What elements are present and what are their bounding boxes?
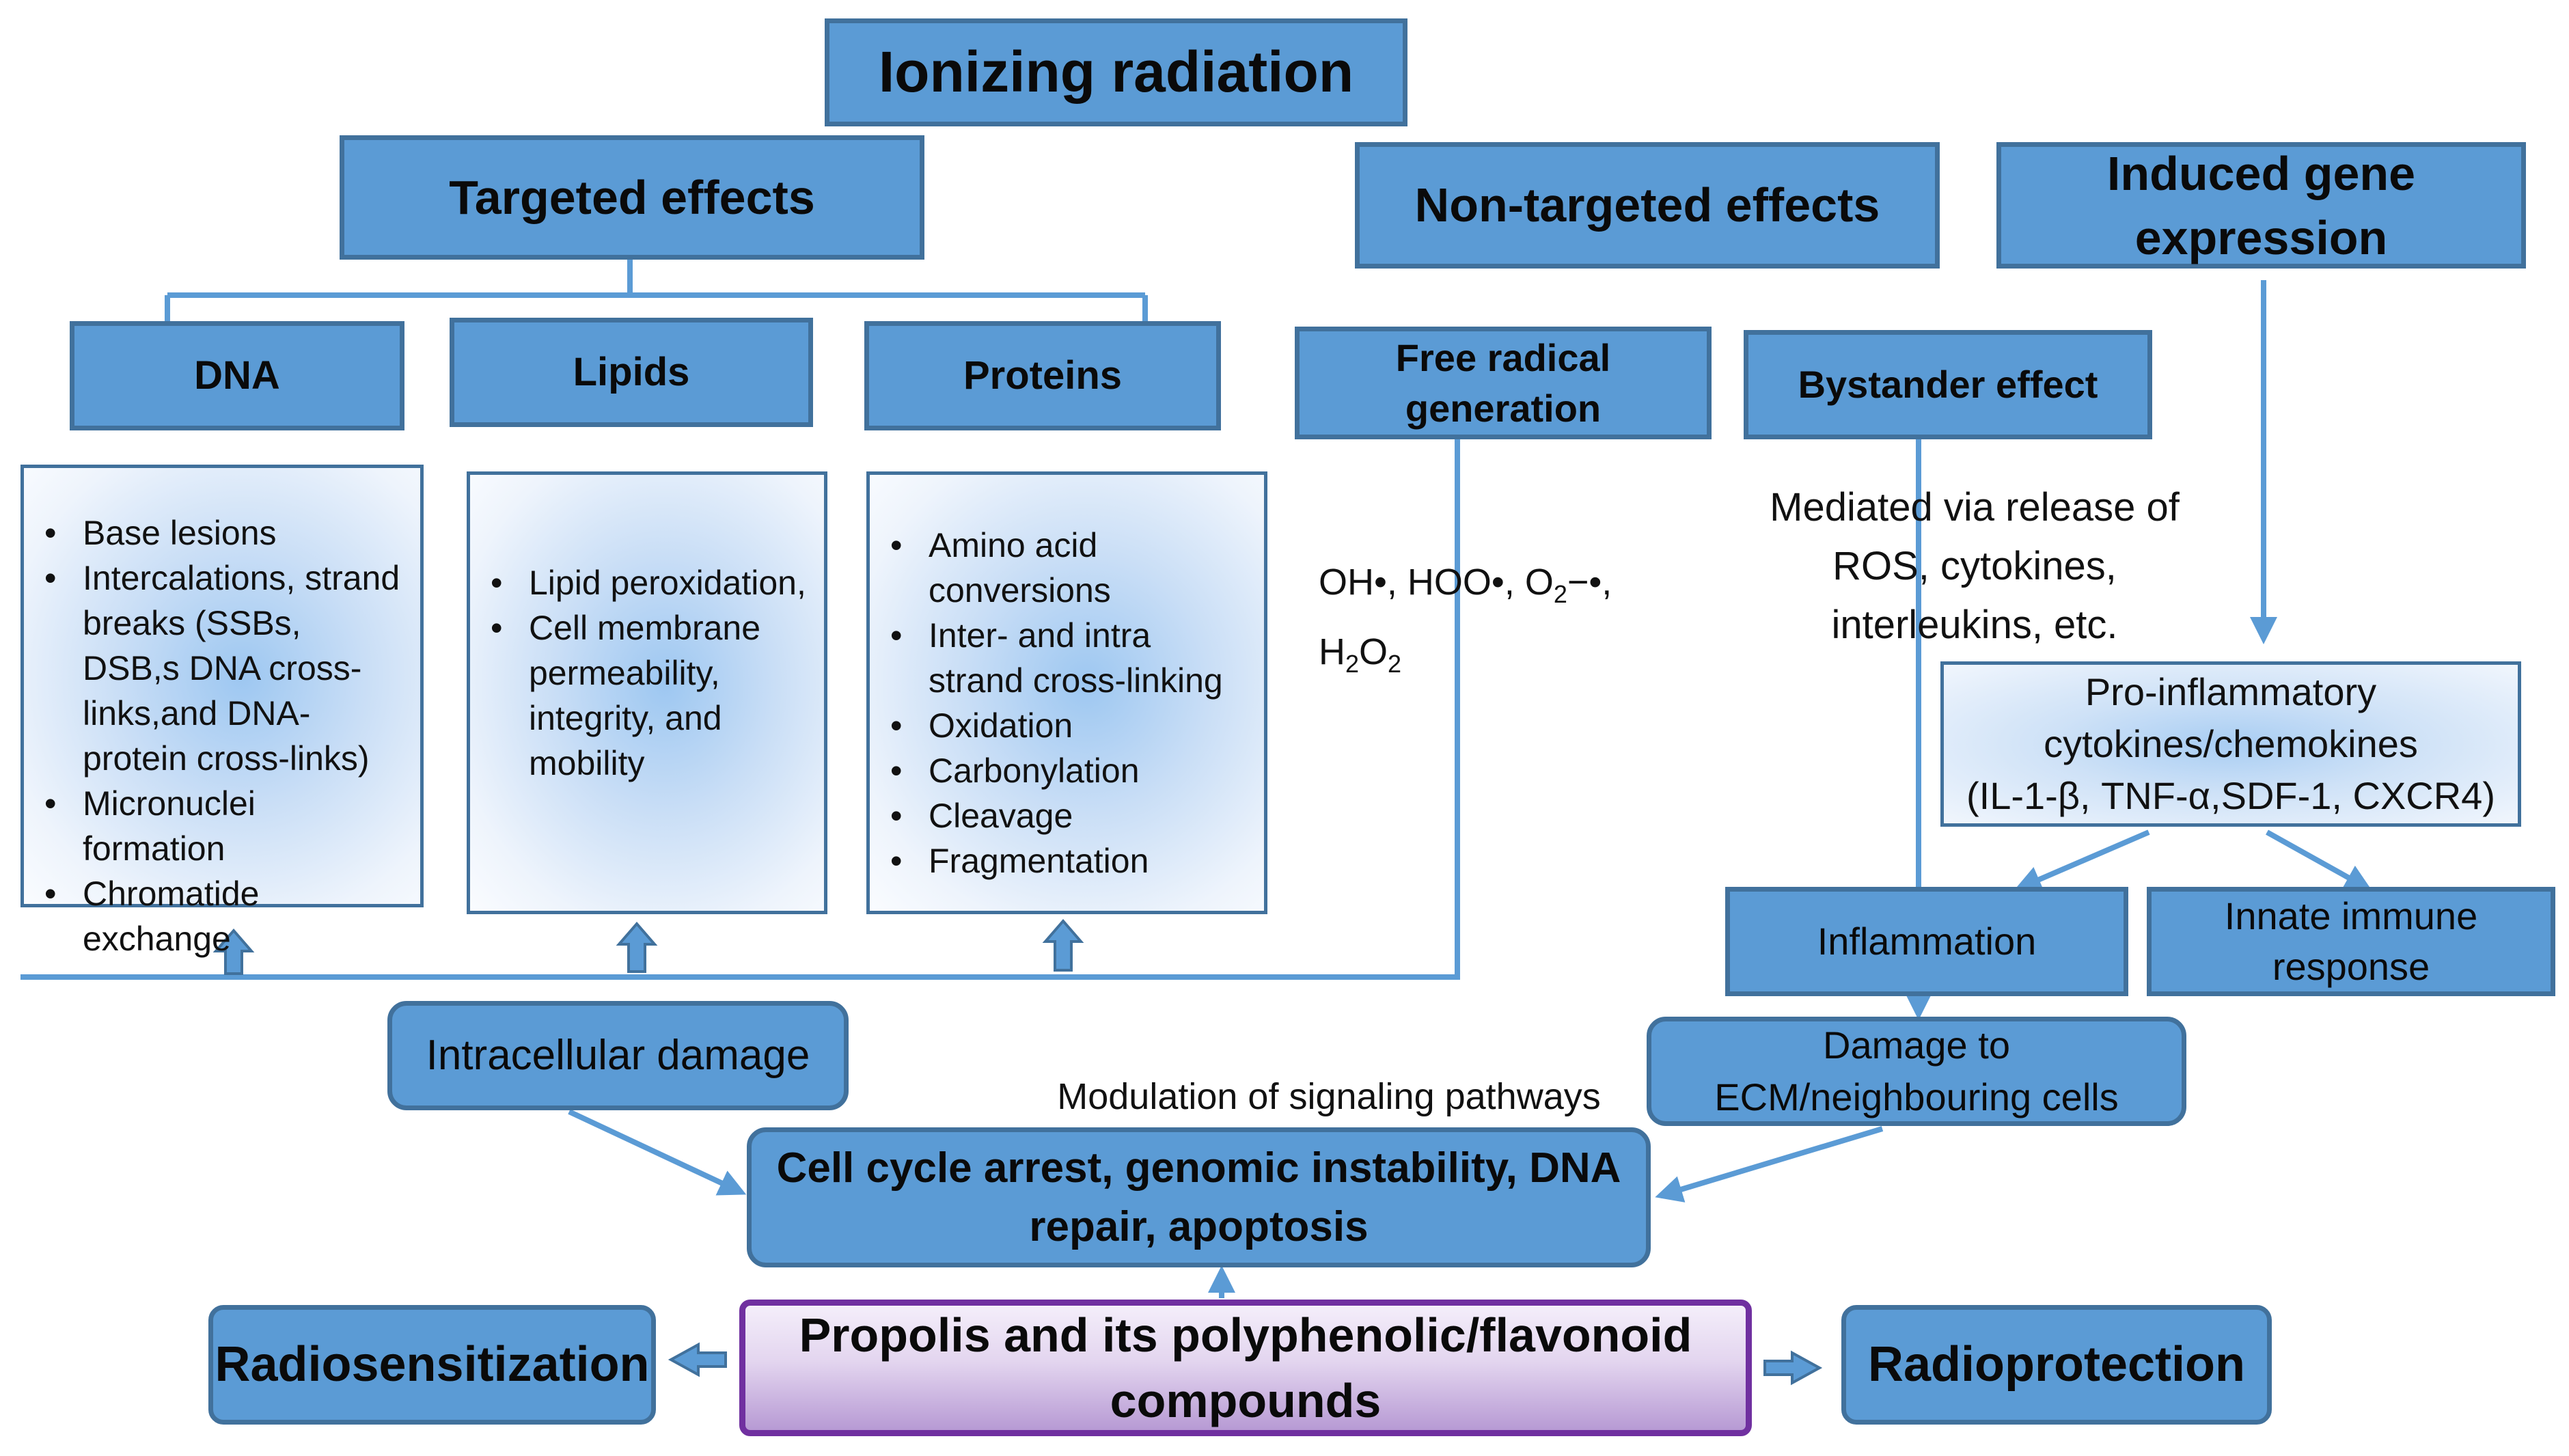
pro-inflammatory-box: Pro-inflammatory cytokines/chemokines (I… <box>1940 661 2521 827</box>
propolis-title: Propolis and its polyphenolic/flavonoid … <box>799 1308 1692 1427</box>
lipids-box: Lipids <box>450 318 813 427</box>
innate-immune-response-box: Innate immune response <box>2147 887 2555 996</box>
free-radical-line <box>20 435 1460 980</box>
pro-inflammatory-line2: cytokines/chemokines <box>2044 722 2418 765</box>
list-item: Base lesions <box>44 510 407 555</box>
free-radical-generation-box: Free radical generation <box>1295 327 1712 439</box>
up-arrow-lipids <box>616 921 658 973</box>
dna-effects-list: Base lesions Intercalations, strand brea… <box>24 510 407 961</box>
list-item: Cell membrane permeability, integrity, a… <box>491 605 810 786</box>
list-item: Inter- and intra strand cross-linking <box>890 613 1250 703</box>
list-item: Lipid peroxidation, <box>491 560 810 605</box>
cell-cycle-title: Cell cycle arrest, genomic instability, … <box>776 1144 1621 1250</box>
targeted-effects-title: Targeted effects <box>449 170 815 224</box>
non-targeted-effects-box: Non-targeted effects <box>1355 142 1940 269</box>
mediated-via-text: Mediated via release of ROS, cytokines, … <box>1770 485 2180 647</box>
lipids-effects-list: Lipid peroxidation, Cell membrane permea… <box>470 560 810 786</box>
list-item: Cleavage <box>890 793 1250 838</box>
bystander-effect-box: Bystander effect <box>1744 330 2152 439</box>
intracellular-to-cellcycle-arrow <box>568 1109 747 1196</box>
induced-gene-expression-title: Induced gene expression <box>2106 146 2416 264</box>
proteins-box: Proteins <box>864 321 1221 430</box>
intracellular-damage-box: Intracellular damage <box>387 1001 849 1110</box>
proteins-title: Proteins <box>963 353 1123 398</box>
pro-to-innate-arrow <box>2266 829 2372 891</box>
dna-title: DNA <box>194 353 280 398</box>
list-item: Micronuclei formation <box>44 781 407 871</box>
list-item: Oxidation <box>890 703 1250 748</box>
radiosensitization-box: Radiosensitization <box>208 1305 656 1425</box>
dna-box: DNA <box>70 321 404 430</box>
radical-species-text: OH•, HOO•, O2−•, H2O2 <box>1319 562 1612 678</box>
innate-immune-response-title: Innate immune response <box>2224 894 2478 988</box>
free-radical-generation-title: Free radical generation <box>1395 335 1611 430</box>
dna-effects-panel: Base lesions Intercalations, strand brea… <box>20 465 424 958</box>
damage-ecm-box: Damage to ECM/neighbouring cells <box>1647 1017 2186 1126</box>
list-item: Amino acid conversions <box>890 523 1250 613</box>
pro-inflammatory-line3: (IL-1-β, TNF-α,SDF-1, CXCR4) <box>1966 774 2495 817</box>
radioprotection-box: Radioprotection <box>1841 1305 2272 1425</box>
list-item: Fragmentation <box>890 838 1250 883</box>
inflammation-box: Inflammation <box>1725 887 2128 996</box>
damage-ecm-title: Damage to ECM/neighbouring cells <box>1714 1024 2119 1118</box>
proteins-effects-panel: Amino acid conversions Inter- and intra … <box>866 471 1267 914</box>
ecm-to-cellcycle-arrow <box>1655 1126 1884 1203</box>
lipids-effects-panel: Lipid peroxidation, Cell membrane permea… <box>467 471 827 914</box>
up-arrow-proteins <box>1042 918 1084 972</box>
ionizing-radiation-title: Ionizing radiation <box>878 40 1354 105</box>
modulation-text: Modulation of signaling pathways <box>1057 1076 1601 1117</box>
list-item: Intercalations, strand breaks (SSBs, DSB… <box>44 555 407 781</box>
targeted-effects-box: Targeted effects <box>340 135 924 260</box>
ionizing-radiation-box: Ionizing radiation <box>825 18 1407 126</box>
proteins-effects-list: Amino acid conversions Inter- and intra … <box>870 523 1250 883</box>
lipids-title: Lipids <box>573 349 690 394</box>
intracellular-damage-title: Intracellular damage <box>426 1032 810 1080</box>
list-item: Chromatide exchange <box>44 871 407 961</box>
list-item: Carbonylation <box>890 748 1250 793</box>
radiosensitization-title: Radiosensitization <box>215 1337 650 1392</box>
pro-to-inflammation-arrow <box>2014 829 2150 892</box>
left-arrow-radiosensitization <box>668 1342 727 1377</box>
cell-cycle-box: Cell cycle arrest, genomic instability, … <box>747 1127 1651 1267</box>
pro-inflammatory-line1: Pro-inflammatory <box>2085 670 2377 713</box>
non-targeted-effects-title: Non-targeted effects <box>1414 178 1880 232</box>
induced-gene-expression-box: Induced gene expression <box>1996 142 2526 269</box>
propolis-box: Propolis and its polyphenolic/flavonoid … <box>739 1300 1752 1436</box>
right-arrow-radioprotection <box>1763 1350 1823 1386</box>
bystander-effect-title: Bystander effect <box>1798 362 2098 406</box>
radioprotection-title: Radioprotection <box>1868 1337 2245 1392</box>
inflammation-title: Inflammation <box>1817 919 2037 963</box>
